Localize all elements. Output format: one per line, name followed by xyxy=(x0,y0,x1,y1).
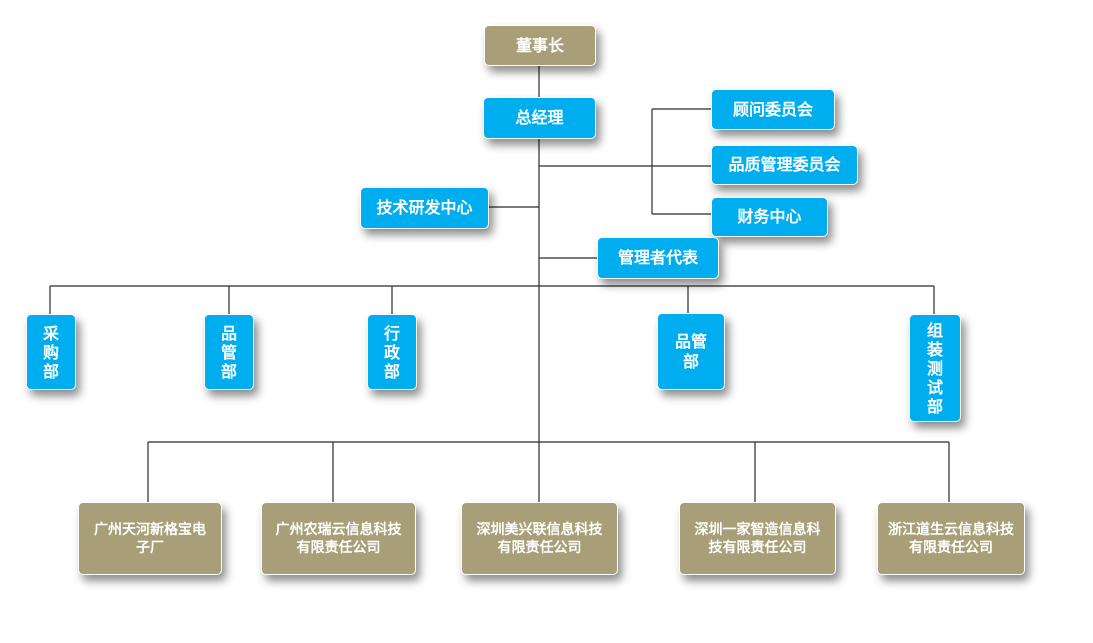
general-manager-label: 总经理 xyxy=(515,108,564,127)
dept-assembly-test-box: 组装测试部 xyxy=(909,314,961,422)
company-guangzhou-tianhe-label: 广州天河新格宝电子厂 xyxy=(94,521,206,556)
dept-purchasing-label: 采购部 xyxy=(43,323,60,381)
general-manager-box: 总经理 xyxy=(483,97,596,139)
quality-committee-box: 品质管理委员会 xyxy=(711,145,858,185)
management-rep-box: 管理者代表 xyxy=(597,237,719,279)
company-shenzhen-yijia-box: 深圳一家智造信息科技有限责任公司 xyxy=(679,502,836,575)
company-shenzhen-meixinglian-box: 深圳美兴联信息科技有限责任公司 xyxy=(461,502,618,575)
advisory-committee-box: 顾问委员会 xyxy=(711,89,835,130)
company-zhejiang-daosheng-label: 浙江道生云信息科技有限责任公司 xyxy=(888,521,1014,556)
tech-rd-center-box: 技术研发中心 xyxy=(360,187,489,229)
dept-assembly-test-label: 组装测试部 xyxy=(927,320,944,416)
dept-quality-2-box: 品管部 xyxy=(657,313,725,390)
dept-quality-1-label: 品管部 xyxy=(221,323,238,381)
tech-rd-center-label: 技术研发中心 xyxy=(376,198,473,217)
company-guangzhou-nongrui-label: 广州农瑞云信息科技有限责任公司 xyxy=(275,521,402,556)
dept-admin-box: 行政部 xyxy=(367,314,417,390)
dept-admin-label: 行政部 xyxy=(384,323,401,381)
dept-quality-2-label: 品管部 xyxy=(674,331,707,371)
company-guangzhou-tianhe-box: 广州天河新格宝电子厂 xyxy=(78,502,222,575)
company-zhejiang-daosheng-box: 浙江道生云信息科技有限责任公司 xyxy=(877,502,1025,575)
management-rep-label: 管理者代表 xyxy=(617,248,698,267)
dept-purchasing-box: 采购部 xyxy=(26,314,76,390)
advisory-committee-label: 顾问委员会 xyxy=(732,99,813,119)
finance-center-box: 财务中心 xyxy=(711,197,828,237)
company-shenzhen-yijia-label: 深圳一家智造信息科技有限责任公司 xyxy=(694,521,821,556)
chairman-box: 董事长 xyxy=(484,25,596,66)
dept-quality-1-box: 品管部 xyxy=(204,314,254,390)
chairman-label: 董事长 xyxy=(515,35,564,55)
finance-center-label: 财务中心 xyxy=(737,207,802,226)
company-shenzhen-meixinglian-label: 深圳美兴联信息科技有限责任公司 xyxy=(476,521,603,556)
company-guangzhou-nongrui-box: 广州农瑞云信息科技有限责任公司 xyxy=(261,502,416,575)
quality-committee-label: 品质管理委员会 xyxy=(728,155,841,174)
